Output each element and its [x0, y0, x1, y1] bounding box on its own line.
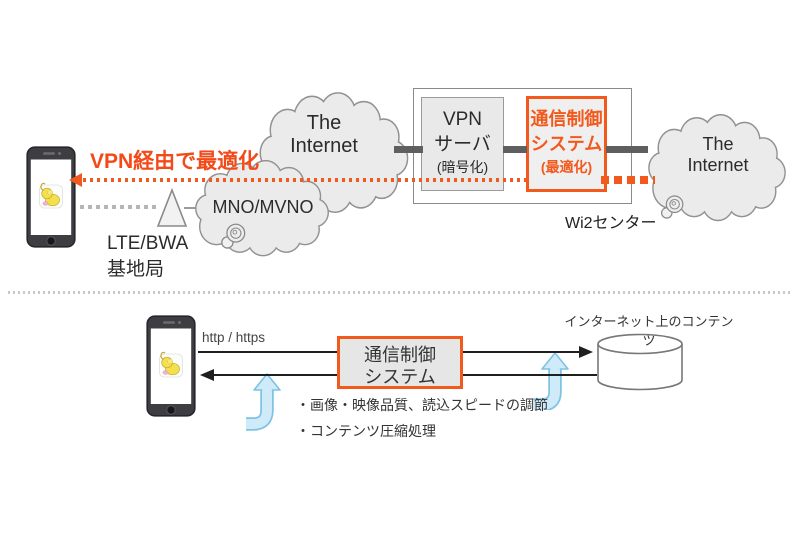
base-station-label: LTE/BWA 基地局 [107, 231, 188, 283]
response-line [463, 374, 597, 376]
wi2-center-label: Wi2センター [565, 215, 657, 232]
right-cloud-line2: Internet [687, 155, 749, 175]
base-station-line2: 基地局 [107, 259, 165, 280]
traffic-control-line1: 通信制御 [530, 109, 603, 129]
smartphone-icon [146, 315, 196, 417]
left-cloud-line1: The [306, 112, 342, 134]
snail-icon [221, 223, 246, 249]
protocol-label: http / https [202, 330, 266, 345]
vpn-server-box: VPN サーバ (暗号化) [421, 97, 504, 191]
base-station-line1: LTE/BWA [107, 233, 189, 254]
optimization-note-1: ・画像・映像品質、読込スピードの調節 [296, 397, 548, 413]
traffic-control-line3: (最適化) [540, 159, 593, 175]
bent-arrow-icon [533, 352, 569, 410]
section-divider [8, 291, 793, 294]
optimize-dashed-line [601, 176, 655, 184]
optimization-note-2: ・コンテンツ圧縮処理 [296, 423, 436, 439]
left-internet-cloud-label: The Internet [250, 112, 398, 158]
optimize-label: VPN経由で最適化 [90, 150, 260, 173]
request-line [198, 351, 337, 353]
request-arrowhead-icon [579, 346, 593, 358]
mno-cloud-label: MNO/MVNO [212, 197, 314, 217]
bottom-control-line2: システム [364, 367, 436, 387]
right-internet-cloud-label: The Internet [645, 134, 791, 176]
optimize-dotted-line [83, 178, 527, 182]
response-line [213, 374, 337, 376]
optimize-arrowhead-icon [69, 173, 82, 187]
vpn-server-line2: サーバ [434, 134, 491, 155]
lte-dotted-line [80, 205, 158, 209]
vpn-server-line1: VPN [442, 109, 483, 130]
backbone-line [394, 146, 423, 153]
request-line [463, 351, 579, 353]
backbone-line [606, 146, 648, 153]
response-arrowhead-icon [200, 369, 214, 381]
snail-icon [660, 195, 684, 219]
left-cloud-line2: Internet [290, 135, 358, 157]
traffic-control-box: 通信制御 システム (最適化) [526, 96, 607, 192]
vpn-server-line3: (暗号化) [436, 159, 489, 175]
bottom-control-line1: 通信制御 [364, 345, 436, 365]
database-icon [597, 333, 683, 391]
right-cloud-line1: The [702, 134, 734, 154]
smartphone-icon [26, 146, 76, 248]
bent-arrow-icon [246, 373, 281, 431]
traffic-control-line2: システム [530, 134, 603, 154]
backbone-line [503, 146, 527, 153]
antenna-icon [156, 188, 188, 227]
content-label: インターネット上のコンテンツ [564, 314, 734, 348]
bottom-control-box: 通信制御 システム [337, 336, 463, 389]
